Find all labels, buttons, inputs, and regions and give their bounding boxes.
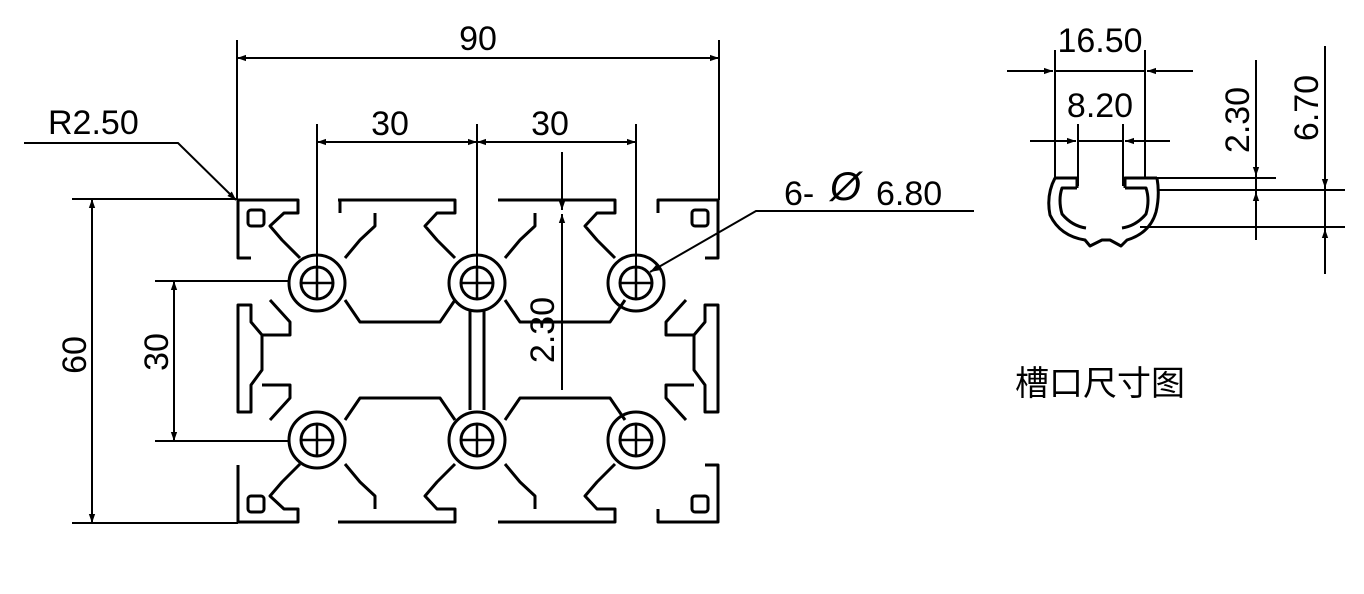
slot-lip-label: 2.30 [1219, 87, 1257, 153]
profile-inner-cavity [262, 298, 694, 422]
hole-diameter-label: 6.80 [876, 175, 942, 213]
profile-dimensions: 90 30 30 60 30 2.30 R2.50 6- Ø 6.80 [24, 20, 974, 524]
hole-diameter-symbol: Ø [828, 165, 864, 209]
hole-4 [287, 410, 347, 470]
slot-inner-label: 8.20 [1067, 87, 1133, 125]
slot-outer-label: 16.50 [1057, 22, 1142, 60]
slot-outline [1047, 176, 1160, 248]
radius-leader [24, 142, 237, 201]
hole-prefix-label: 6- [784, 175, 814, 213]
slot-depth-label: 6.70 [1288, 75, 1326, 141]
hole-leader [649, 210, 974, 273]
hole-5 [447, 410, 507, 470]
slot-caption: 槽口尺寸图 [1015, 364, 1185, 404]
corner-cavity-br [690, 494, 710, 514]
dim-web-label: 2.30 [524, 297, 562, 363]
slot-detail: 16.50 8.20 2.30 6.70 槽口尺寸图 [1007, 22, 1345, 404]
dim-pitch-left-label: 30 [371, 105, 409, 143]
corner-cavity-tr [690, 208, 710, 228]
dim-pitch-vertical-label: 30 [138, 333, 176, 371]
hole-6 [606, 410, 666, 470]
dim-width-label: 90 [459, 20, 497, 58]
dim-radius-label: R2.50 [48, 104, 139, 142]
corner-cavity-tl [246, 208, 266, 228]
corner-cavity-bl [246, 494, 266, 514]
dim-pitch-right-label: 30 [531, 105, 569, 143]
dim-height-label: 60 [56, 336, 94, 374]
